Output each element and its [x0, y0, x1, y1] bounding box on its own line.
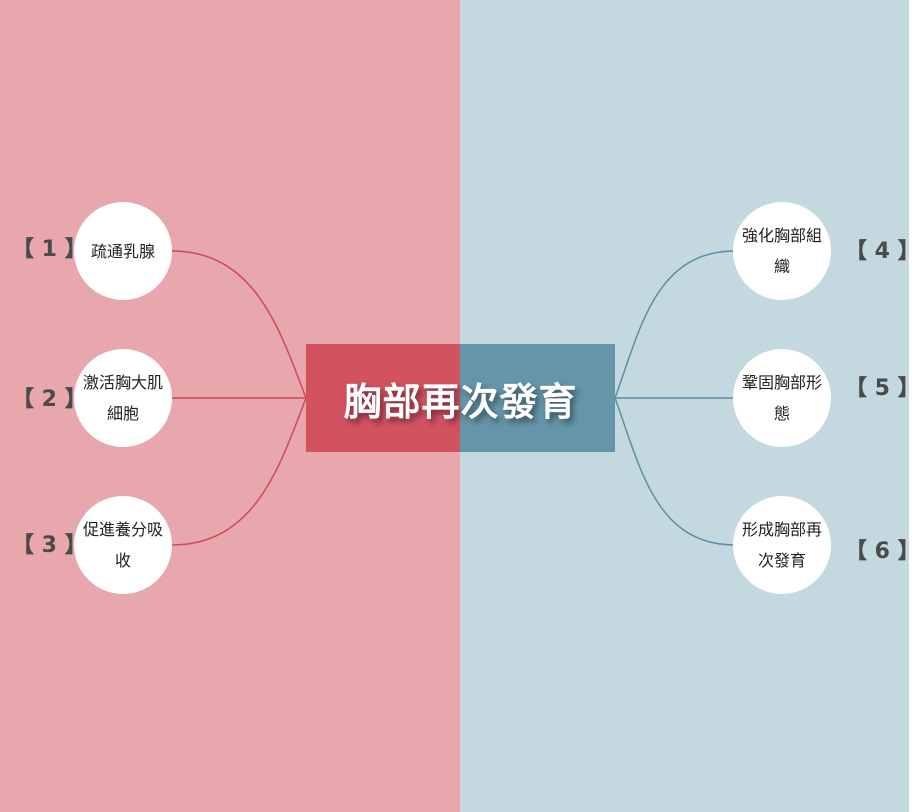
connector-line-6 — [614, 397, 736, 546]
connector-line-1 — [171, 250, 307, 399]
node-label-5: 鞏固胸部形態 — [741, 373, 822, 423]
node-number-4: 【 4 】 — [845, 239, 920, 264]
node-label-2: 激活胸大肌細胞 — [82, 373, 163, 423]
node-label-6: 形成胸部再次發育 — [741, 520, 822, 570]
node-number-6: 【 6 】 — [845, 539, 920, 564]
node-6: 形成胸部再次發育 — [733, 496, 831, 594]
central-topic: 胸部再次發育 — [306, 344, 615, 452]
connector-line-4 — [614, 250, 736, 399]
node-5: 鞏固胸部形態 — [733, 349, 831, 447]
connector-line-3 — [171, 397, 307, 546]
node-1: 疏通乳腺 — [74, 202, 172, 300]
node-number-5: 【 5 】 — [845, 376, 920, 401]
central-topic-right-half — [460, 344, 615, 452]
node-label-4: 強化胸部組織 — [741, 226, 822, 276]
node-4: 強化胸部組織 — [733, 202, 831, 300]
node-label-3: 促進養分吸收 — [82, 520, 163, 570]
node-label-1: 疏通乳腺 — [90, 241, 155, 261]
node-2: 激活胸大肌細胞 — [74, 349, 172, 447]
central-topic-left-half — [306, 344, 460, 452]
node-3: 促進養分吸收 — [74, 496, 172, 594]
central-topic-title: 胸部再次發育 — [343, 379, 578, 424]
